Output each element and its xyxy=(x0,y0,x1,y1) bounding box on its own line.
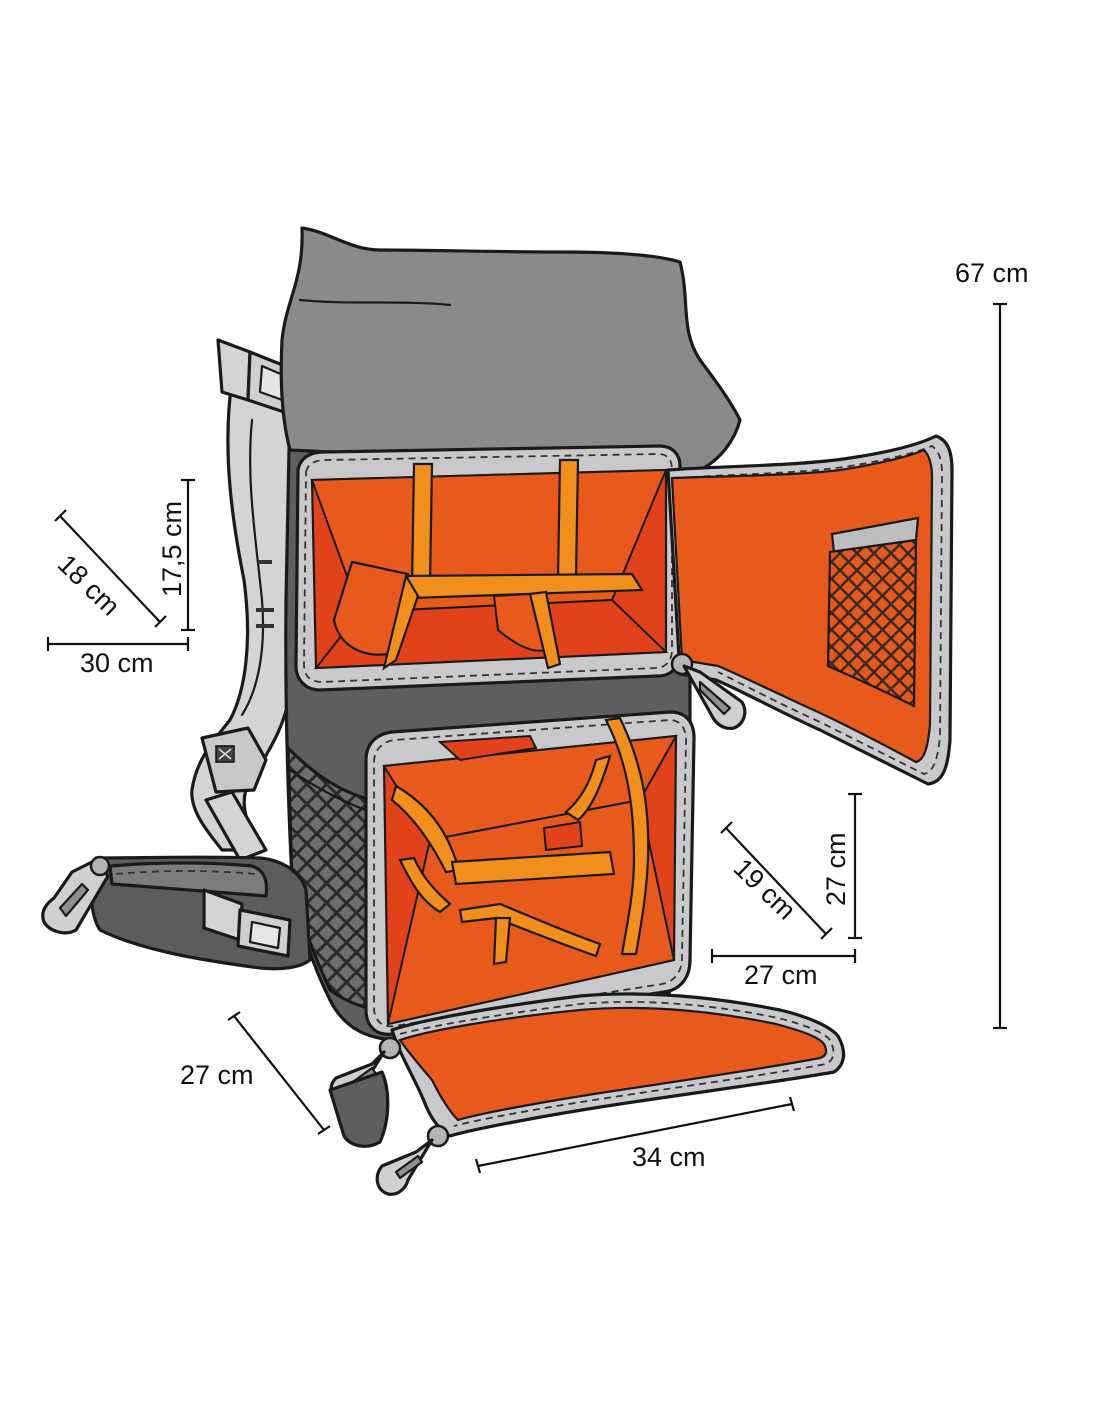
backpack-illustration xyxy=(41,226,954,1196)
shoulder-strap xyxy=(190,378,302,862)
label-door-width: 34 cm xyxy=(632,1142,706,1172)
label-bottom-height: 27 cm xyxy=(821,832,851,906)
hip-belt xyxy=(41,855,312,971)
dim-bottom-height: 27 cm xyxy=(821,792,862,940)
roll-top-lid xyxy=(279,226,742,472)
label-top-depth: 18 cm xyxy=(52,549,126,622)
dim-top-width: 30 cm xyxy=(46,637,190,678)
bottom-compartment xyxy=(364,710,696,1036)
top-compartment-door xyxy=(666,434,954,786)
dim-top-height: 17,5 cm xyxy=(157,478,195,632)
dim-top-depth: 18 cm xyxy=(52,509,167,628)
dim-door-width: 34 cm xyxy=(474,1096,796,1174)
label-bottom-width: 27 cm xyxy=(744,960,818,990)
dim-bottom-width: 27 cm xyxy=(710,949,857,990)
label-top-height: 17,5 cm xyxy=(157,501,187,597)
label-top-width: 30 cm xyxy=(80,648,154,678)
dim-total-height: 67 cm xyxy=(955,258,1029,1030)
bottom-dividers xyxy=(390,716,650,966)
dim-bottom-depth: 19 cm xyxy=(720,821,833,940)
dim-door-depth: 27 cm xyxy=(180,1011,331,1135)
bottom-compartment-door xyxy=(328,992,846,1196)
label-total-height: 67 cm xyxy=(955,258,1029,288)
label-door-depth: 27 cm xyxy=(180,1060,254,1090)
top-compartment xyxy=(294,444,682,692)
top-dividers xyxy=(332,458,644,671)
label-bottom-depth: 19 cm xyxy=(728,853,802,926)
